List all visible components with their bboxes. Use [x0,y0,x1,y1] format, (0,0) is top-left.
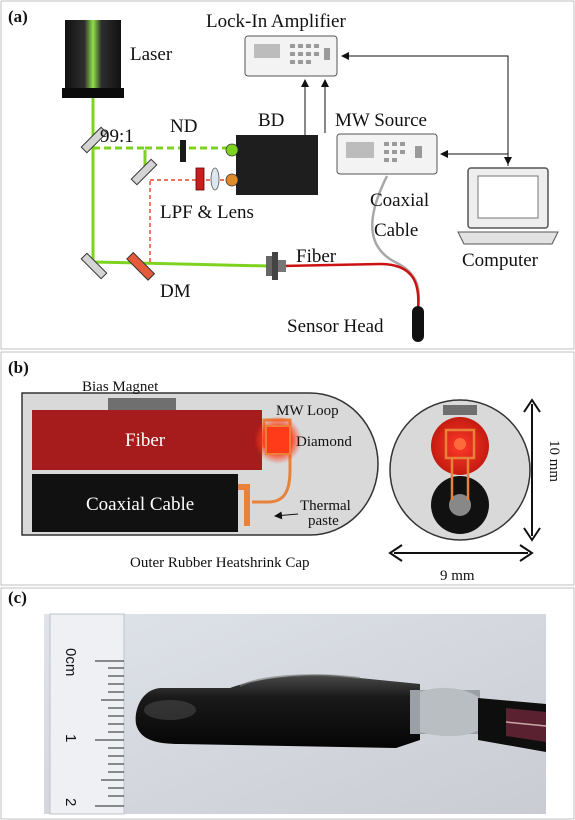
cross-section-coax-core [449,494,471,516]
bd-label: BD [258,110,284,131]
panel-c: (c) [0,587,575,820]
panel-b: (b) Bias Magnet Fiber Coaxial Cable MW L… [0,351,575,586]
sensor-head-label: Sensor Head [287,316,384,337]
cross-section-diamond [454,438,466,450]
ruler: 0cm 1 2 [49,613,125,815]
lockin-amplifier-icon [244,35,338,77]
thermal-label-line1: Thermal [300,498,351,514]
computer-icon [457,167,559,245]
fiber-label: Fiber [296,246,337,267]
fiber-block [32,410,262,470]
sensor-head-icon [412,306,424,342]
dm-label: DM [160,281,191,302]
balanced-detector-icon [225,135,318,195]
lpf-lens-label: LPF & Lens [160,202,254,223]
outer-cap-label: Outer Rubber Heatshrink Cap [130,555,310,571]
diamond-shape [265,425,291,455]
cross-section-loop [444,428,476,500]
fiber-coupler-icon [266,252,286,280]
mirror-icon [80,126,158,280]
bias-magnet-label: Bias Magnet [82,379,159,395]
bias-magnet-shape [108,398,176,410]
lpf-lens-icon [195,167,220,191]
dimension-width [388,544,534,562]
mw-source-label: MW Source [335,110,427,131]
panel-b-label: (b) [8,358,29,377]
optical-fiber-line [281,262,420,311]
thermal-label-line2: paste [308,513,339,529]
lockin-label: Lock-In Amplifier [206,11,346,32]
splitter-ratio-label: 99:1 [100,126,134,147]
computer-label: Computer [462,250,539,271]
panel-a-label: (a) [8,7,28,26]
mw-source-icon [336,133,438,175]
dimension-height [523,398,541,542]
cross-section-magnet [443,405,477,415]
diamond-label: Diamond [296,434,352,450]
laser-beam [91,98,269,268]
coaxial-block-label: Coaxial Cable [86,494,194,515]
nd-filter-icon [180,140,186,162]
signal-connections [301,52,512,166]
ruler-tick-2-label: 2 [62,798,79,806]
coaxial-block [32,474,238,532]
coaxial-label-line1: Coaxial [370,190,429,211]
coaxial-label-line2: Cable [374,220,418,241]
ruler-unit-label: 0cm [62,648,79,676]
fiber-block-label: Fiber [125,430,166,451]
thermal-pointer [274,511,299,520]
dichroic-mirror-icon [126,251,156,281]
panel-c-label: (c) [8,588,27,607]
mw-loop-shape [238,484,250,526]
laser-icon [62,20,124,98]
laser-label: Laser [130,44,173,65]
ruler-tick-1-label: 1 [62,734,79,742]
panel-a: (a) Laser 99:1 DM [0,0,575,350]
sensor-probe-photo [135,674,547,752]
nd-label: ND [170,116,197,137]
dim-width-label: 9 mm [440,568,475,584]
mw-loop-label: MW Loop [276,403,339,419]
dim-height-label: 10 mm [546,440,562,482]
